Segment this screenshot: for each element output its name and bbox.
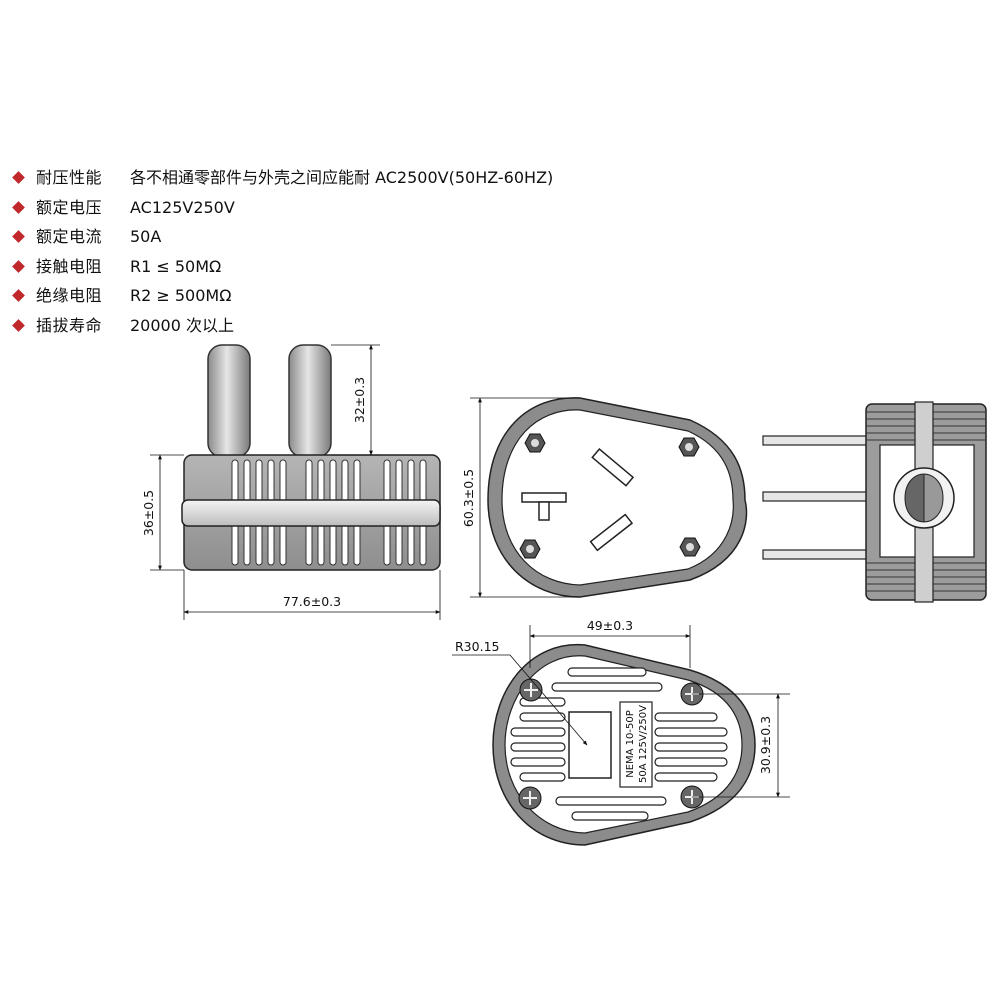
spec-row: 接触电阻 R1 ≤ 50MΩ [12,252,714,282]
spec-row: 耐压性能 各不相通零部件与外壳之间应能耐 AC2500V(50HZ-60HZ) [12,163,714,193]
rating-label-line1: NEMA 10-50P [625,710,636,778]
radius-dimension: R30.15 [455,639,499,654]
spec-value: AC125V250V [130,197,235,217]
pin [288,344,332,458]
spec-label: 绝缘电阻 [36,286,103,306]
spec-label: 耐压性能 [36,168,103,187]
spec-label: 额定电压 [36,197,103,217]
spec-label: 插拔寿命 [36,315,103,335]
back-width-dimension: 49±0.3 [587,618,633,633]
side-width-dimension: 77.6±0.3 [283,594,341,609]
side-band [181,499,441,527]
spec-row: 绝缘电阻 R2 ≥ 500MΩ [12,281,714,311]
spec-value: 20000 次以上 [130,315,234,335]
prong [762,549,868,560]
prong [762,491,868,502]
blade-slot [589,513,634,552]
top-view [762,401,987,603]
spec-list: 耐压性能 各不相通零部件与外壳之间应能耐 AC2500V(50HZ-60HZ) … [12,163,714,341]
spec-row: 额定电流 50A [12,222,714,252]
spec-row: 插拔寿命 20000 次以上 [12,311,714,341]
prong [762,435,868,446]
ground-slot [521,492,567,503]
screw-icon [519,678,543,702]
rating-label-line2: 50A 125V/250V [638,705,649,783]
spec-label: 接触电阻 [36,256,103,276]
hex-nut-icon [678,437,700,457]
spec-value: 50A [130,227,162,247]
rating-label [619,701,653,788]
cable-clamp-icon [923,473,944,523]
spec-value: 各不相通零部件与外壳之间应能耐 AC2500V(50HZ-60HZ) [130,168,554,187]
back-height-dimension: 30.9±0.3 [758,716,773,774]
hex-nut-icon [679,537,701,557]
plug-face [501,409,734,586]
ground-slot [538,501,550,521]
side-view: 32±0.3 36±0.5 77.6±0.3 [141,344,441,620]
spec-value: R1 ≤ 50MΩ [130,256,222,276]
hex-nut-icon [519,539,541,559]
label-window [568,711,612,779]
back-vents [510,667,728,821]
spec-label: 额定电流 [36,227,103,247]
screw-icon [518,786,542,810]
spec-value: R2 ≥ 500MΩ [130,286,232,306]
blade-slot [591,447,635,487]
back-view: NEMA 10-50P 50A 125V/250V 49±0.3 R30.15 … [452,618,790,846]
hex-nut-icon [524,433,546,453]
side-height-dimension: 36±0.5 [141,490,156,536]
front-view: 60.3±0.5 [461,397,748,598]
pin [207,344,251,458]
pin-length-dimension: 32±0.3 [352,377,367,423]
front-height-dimension: 60.3±0.5 [461,469,476,527]
spec-row: 额定电压 AC125V250V [12,193,714,223]
